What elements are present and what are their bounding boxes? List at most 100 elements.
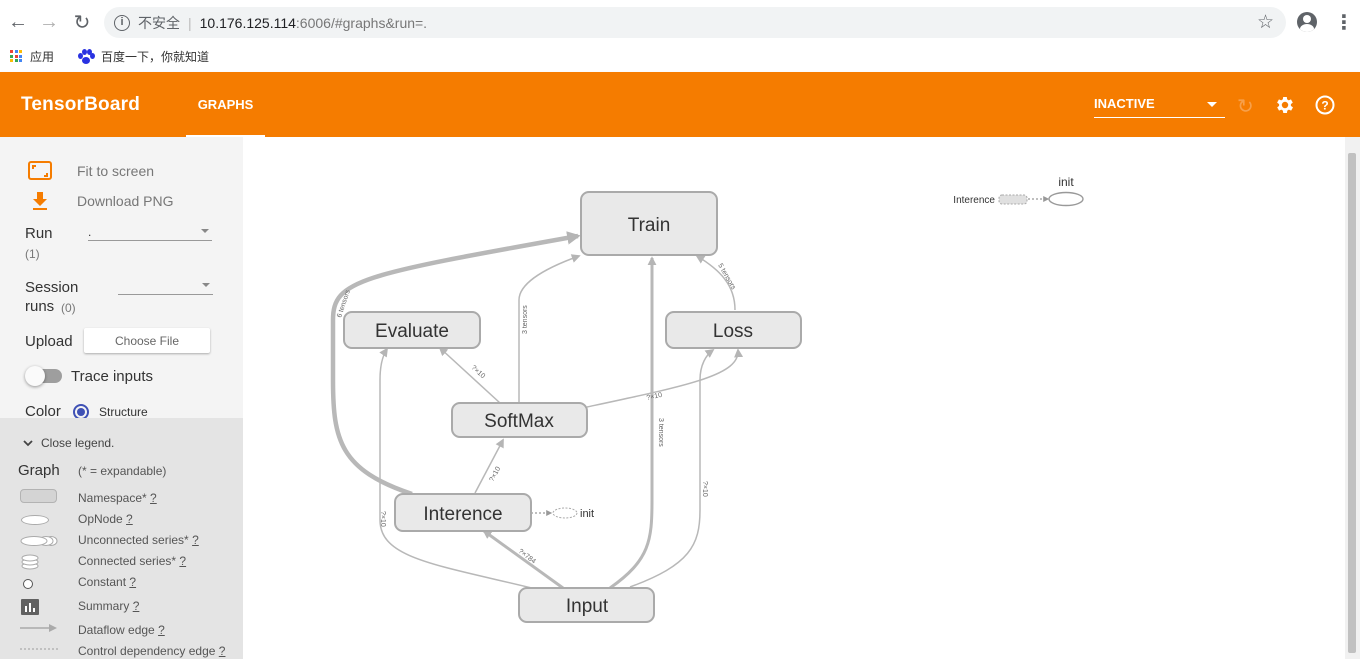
aux-interence-label: Interence bbox=[953, 195, 995, 206]
menu-kebab-icon[interactable]: ⋮ bbox=[1334, 12, 1354, 34]
bookmark-baidu[interactable]: 百度一下，你就知道 bbox=[78, 48, 209, 65]
legend-namespace: Namespace* ? bbox=[78, 491, 157, 505]
download-png-button[interactable]: Download PNG bbox=[30, 191, 174, 211]
node-train-label: Train bbox=[628, 215, 671, 236]
edge-softmax-train bbox=[518, 254, 581, 403]
control-dependency-edge-icon bbox=[20, 648, 58, 650]
dataflow-edge-icon bbox=[20, 624, 57, 632]
site-info-icon[interactable]: i bbox=[114, 14, 130, 31]
node-loss[interactable]: Loss bbox=[665, 311, 802, 349]
trace-inputs-toggle[interactable] bbox=[25, 366, 62, 386]
inactive-dropdown[interactable]: INACTIVE bbox=[1094, 96, 1225, 118]
tensorboard-toolbar: TensorBoard GRAPHS INACTIVE ↻ bbox=[0, 72, 1360, 137]
graph-canvas[interactable]: 6 tensors 3 tensors 5 tensors ?×10 ?×10 … bbox=[243, 137, 1345, 659]
legend-dataflow-help[interactable]: ? bbox=[158, 623, 165, 637]
expandable-note: (* = expandable) bbox=[78, 464, 167, 478]
gear-icon[interactable] bbox=[1274, 94, 1296, 116]
edge-softmax-loss bbox=[586, 348, 744, 408]
runs-label: runs bbox=[25, 298, 55, 315]
label-loss-train: 5 tensors bbox=[716, 263, 737, 292]
reload-page-icon[interactable]: ↻ bbox=[73, 11, 91, 34]
account-icon[interactable] bbox=[1297, 12, 1317, 32]
aux-interence[interactable]: Interence bbox=[953, 194, 1028, 206]
baidu-paw-icon bbox=[78, 48, 96, 64]
graph-legend-title: Graph bbox=[18, 462, 60, 479]
browser-chrome: ← → ↻ i 不安全 | 10.176.125.114:6006/#graph… bbox=[0, 0, 1360, 72]
legend-constant-help[interactable]: ? bbox=[129, 575, 137, 589]
close-legend-button[interactable]: Close legend. bbox=[22, 436, 114, 450]
legend-opnode: OpNode ? bbox=[78, 512, 133, 526]
edge-input-evaluate bbox=[379, 347, 549, 593]
structure-label: Structure bbox=[99, 405, 148, 419]
color-label: Color bbox=[25, 403, 61, 420]
url-host: 10.176.125.114 bbox=[199, 14, 296, 31]
unconnected-series-icon bbox=[20, 536, 58, 546]
address-separator: | bbox=[188, 14, 192, 31]
bookmark-star-icon[interactable]: ☆ bbox=[1256, 12, 1274, 33]
namespace-icon bbox=[20, 489, 57, 503]
scrollbar-thumb[interactable] bbox=[1348, 153, 1356, 653]
help-icon[interactable]: ? bbox=[1315, 95, 1335, 115]
node-init-small-label: init bbox=[580, 508, 594, 520]
node-loss-label: Loss bbox=[713, 321, 753, 342]
canvas-scrollbar[interactable] bbox=[1345, 137, 1360, 659]
tab-active-underline bbox=[186, 135, 265, 137]
session-runs-select[interactable] bbox=[118, 277, 213, 295]
node-evaluate-label: Evaluate bbox=[375, 321, 449, 342]
edge-softmax-evaluate bbox=[438, 346, 501, 404]
legend-summary-label: Summary bbox=[78, 599, 130, 613]
aux-init-label: init bbox=[1058, 175, 1074, 189]
run-label: Run bbox=[25, 225, 53, 242]
connected-series-icon bbox=[21, 554, 39, 570]
legend-namespace-help[interactable]: ? bbox=[150, 491, 157, 505]
app-title: TensorBoard bbox=[21, 94, 141, 115]
legend-unconnected-help[interactable]: ? bbox=[192, 533, 199, 547]
opnode-icon bbox=[21, 515, 49, 525]
edge-interence-softmax bbox=[474, 438, 504, 494]
legend-opnode-help[interactable]: ? bbox=[126, 512, 133, 526]
legend-control-label: Control dependency edge bbox=[78, 644, 216, 658]
choose-file-button[interactable]: Choose File bbox=[84, 328, 210, 353]
label-softmax-train: 3 tensors bbox=[522, 305, 529, 334]
run-count: (1) bbox=[25, 247, 40, 261]
legend-summary: Summary ? bbox=[78, 599, 139, 613]
run-select[interactable]: . bbox=[88, 223, 212, 241]
back-icon[interactable]: ← bbox=[8, 10, 28, 33]
node-evaluate[interactable]: Evaluate bbox=[343, 311, 481, 349]
legend-unconnected-label: Unconnected series* bbox=[78, 533, 189, 547]
forward-icon[interactable]: → bbox=[39, 10, 59, 33]
reload-icon[interactable]: ↻ bbox=[1237, 96, 1254, 118]
legend-connected-help[interactable]: ? bbox=[179, 554, 187, 568]
legend-panel: Close legend. Graph (* = expandable) Nam… bbox=[0, 418, 243, 659]
legend-unconnected: Unconnected series* ? bbox=[78, 533, 199, 547]
fit-to-screen-button[interactable]: Fit to screen bbox=[28, 161, 154, 181]
aux-init[interactable]: init bbox=[1048, 175, 1084, 207]
dropdown-caret-icon bbox=[1207, 102, 1217, 107]
apps-grid-icon bbox=[10, 50, 22, 62]
legend-control-help[interactable]: ? bbox=[218, 644, 226, 658]
label-softmax-loss: ?×10 bbox=[646, 392, 663, 402]
address-bar[interactable]: i 不安全 | 10.176.125.114:6006/#graphs&run=… bbox=[104, 7, 1286, 38]
node-init-small[interactable]: init bbox=[552, 507, 594, 520]
node-input[interactable]: Input bbox=[518, 587, 655, 623]
legend-summary-help[interactable]: ? bbox=[132, 599, 140, 613]
bookmark-apps-label: 应用 bbox=[30, 49, 55, 64]
tab-graphs[interactable]: GRAPHS bbox=[186, 72, 265, 137]
edge-input-loss bbox=[629, 348, 715, 588]
node-train[interactable]: Train bbox=[580, 191, 718, 256]
trace-inputs-label: Trace inputs bbox=[71, 368, 153, 385]
node-input-label: Input bbox=[566, 596, 609, 617]
bookmark-apps[interactable]: 应用 bbox=[10, 48, 54, 65]
edge-input-interence bbox=[482, 529, 564, 590]
node-softmax[interactable]: SoftMax bbox=[451, 402, 588, 438]
bookmark-baidu-label: 百度一下，你就知道 bbox=[101, 49, 210, 64]
download-icon bbox=[33, 192, 47, 210]
chevron-down-icon bbox=[23, 440, 33, 447]
legend-connected: Connected series* ? bbox=[78, 554, 186, 568]
label-interence-softmax: ?×10 bbox=[489, 466, 503, 483]
node-interence[interactable]: Interence bbox=[394, 493, 532, 532]
legend-control: Control dependency edge ? bbox=[78, 644, 225, 658]
legend-opnode-label: OpNode bbox=[78, 512, 123, 526]
summary-icon bbox=[21, 599, 39, 615]
graph-svg[interactable]: 6 tensors 3 tensors 5 tensors ?×10 ?×10 … bbox=[243, 137, 1345, 659]
